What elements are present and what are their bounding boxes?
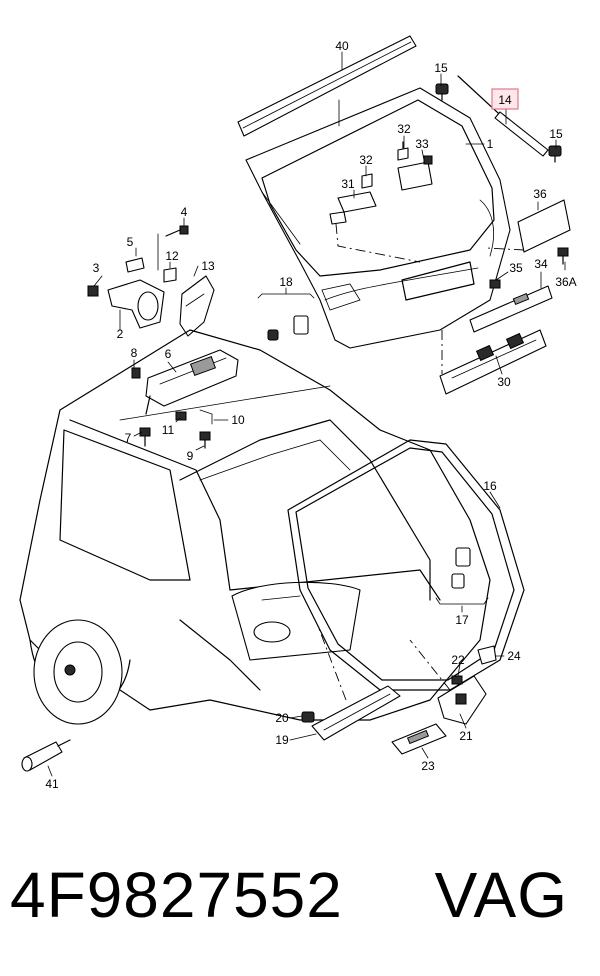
label-24: 24 — [507, 649, 521, 663]
label-32-lower: 32 — [359, 153, 373, 167]
label-15-upper: 15 — [434, 61, 448, 75]
highlight-box — [491, 88, 519, 110]
label-1: 1 — [487, 137, 494, 151]
tool-41 — [21, 739, 71, 772]
screw-11 — [175, 411, 187, 421]
trim-strip-34 — [469, 285, 553, 333]
buffer-18 — [257, 287, 315, 341]
exploded-parts-diagram: 40 15 14 15 1 32 33 32 31 36 4 5 12 13 3… — [19, 35, 577, 791]
label-19: 19 — [275, 733, 289, 747]
part-number: 4F9827552 — [10, 859, 343, 931]
hinge-2 — [107, 233, 165, 329]
clip-12 — [163, 267, 177, 283]
nut-8 — [131, 367, 141, 379]
clip-32a — [397, 141, 409, 161]
label-21: 21 — [459, 729, 473, 743]
label-11: 11 — [162, 423, 175, 437]
label-12: 12 — [165, 249, 179, 263]
label-31: 31 — [341, 177, 355, 191]
label-16: 16 — [483, 479, 497, 493]
ball-stud-lower — [548, 145, 562, 163]
label-30: 30 — [497, 375, 511, 389]
label-33: 33 — [415, 137, 429, 151]
label-23: 23 — [421, 759, 435, 773]
latch-21 — [409, 639, 487, 725]
cover-13 — [179, 275, 215, 337]
car-body — [19, 329, 491, 725]
bumper-17 — [435, 547, 489, 605]
screw-36a — [557, 247, 569, 265]
label-10: 10 — [231, 413, 245, 427]
washer-5 — [125, 257, 145, 273]
label-34: 34 — [534, 257, 548, 271]
brand-label: VAG — [434, 859, 568, 931]
lock-motor-6 — [145, 349, 239, 415]
label-40: 40 — [335, 39, 349, 53]
label-4: 4 — [181, 205, 188, 219]
clip-32b — [361, 173, 373, 189]
callout-labels: 40 15 14 15 1 32 33 32 31 36 4 5 12 13 3… — [45, 39, 576, 791]
ball-stud-upper — [435, 83, 449, 101]
label-7: 7 — [125, 431, 132, 445]
label-41: 41 — [45, 777, 59, 791]
label-22: 22 — [451, 653, 465, 667]
nut-20 — [301, 711, 315, 723]
leader-lines — [47, 51, 566, 777]
tailgate-lid — [245, 87, 511, 349]
bolt-22 — [451, 675, 463, 685]
bracket-31 — [329, 191, 421, 263]
bolt-4 — [165, 225, 189, 237]
bolt-3 — [87, 285, 99, 297]
label-14: 14 — [498, 93, 512, 107]
clip-24 — [477, 645, 497, 665]
screw-35 — [489, 279, 501, 289]
label-36a: 36A — [555, 275, 576, 289]
label-5: 5 — [127, 235, 134, 249]
label-20: 20 — [275, 711, 289, 725]
license-plate — [485, 199, 571, 253]
label-32-upper: 32 — [397, 122, 411, 136]
lock-cylinder-19 — [311, 625, 401, 741]
label-13: 13 — [201, 259, 215, 273]
label-36: 36 — [533, 187, 547, 201]
label-17: 17 — [455, 613, 469, 627]
switch-23 — [391, 723, 447, 755]
label-9: 9 — [187, 449, 194, 463]
screw-9 — [199, 431, 211, 449]
grip-handle-30 — [439, 329, 547, 395]
label-8: 8 — [131, 346, 138, 360]
screw-7 — [139, 427, 151, 447]
gas-strut — [457, 75, 549, 157]
footer: 4F9827552 VAG — [0, 840, 600, 950]
label-15-lower: 15 — [549, 127, 563, 141]
rear-spoiler — [237, 35, 417, 137]
bracket-10 — [199, 409, 213, 425]
bracket-33 — [397, 155, 433, 191]
label-3: 3 — [93, 261, 100, 275]
label-18: 18 — [279, 275, 293, 289]
label-6: 6 — [165, 347, 172, 361]
label-2: 2 — [117, 327, 124, 341]
label-35: 35 — [509, 261, 523, 275]
